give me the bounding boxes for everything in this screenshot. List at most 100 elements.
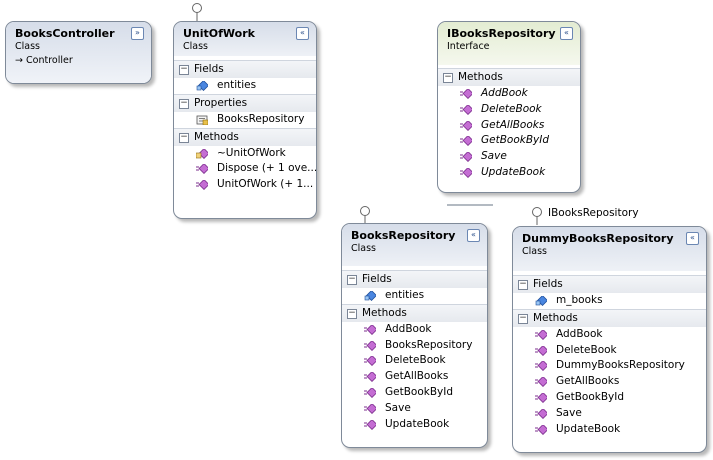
method-item[interactable]: DeleteBook xyxy=(438,102,580,118)
interface-ibooks-repository[interactable]: IBooksRepository Interface « − Methods A… xyxy=(437,21,581,193)
method-icon xyxy=(460,136,472,147)
inheritance-note: → Controller xyxy=(15,54,143,67)
section-fields[interactable]: − Fields xyxy=(174,60,316,78)
class-name: UnitOfWork xyxy=(183,27,255,40)
class-name: DummyBooksRepository xyxy=(522,232,674,245)
method-item[interactable]: GetAllBooks xyxy=(438,118,580,134)
method-item[interactable]: UpdateBook xyxy=(513,422,706,438)
property-item[interactable]: BooksRepository xyxy=(174,112,316,128)
method-item[interactable]: UpdateBook xyxy=(438,165,580,181)
method-icon xyxy=(535,345,547,356)
method-item[interactable]: AddBook xyxy=(438,86,580,102)
section-title: Fields xyxy=(533,278,563,290)
method-item[interactable]: ~UnitOfWork xyxy=(174,146,316,162)
method-icon xyxy=(196,180,208,191)
collapse-section-icon[interactable]: − xyxy=(518,312,528,324)
class-dummy-books-repository[interactable]: DummyBooksRepository Class « − Fields m_… xyxy=(512,226,707,453)
collapse-chevron-icon[interactable]: « xyxy=(296,27,309,40)
field-item[interactable]: entities xyxy=(174,78,316,94)
property-icon xyxy=(196,115,208,125)
method-icon xyxy=(535,408,547,419)
interface-name: IBooksRepository xyxy=(447,27,556,40)
section-title: Fields xyxy=(194,63,224,75)
field-icon xyxy=(196,81,208,91)
class-header: UnitOfWork Class « xyxy=(174,22,316,56)
method-item[interactable]: AddBook xyxy=(513,327,706,343)
section-methods[interactable]: − Methods xyxy=(174,127,316,146)
base-class-name: Controller xyxy=(26,55,73,66)
class-name: BooksRepository xyxy=(351,229,456,242)
private-method-icon xyxy=(196,148,208,159)
section-title: Methods xyxy=(194,130,239,143)
method-item[interactable]: BooksRepository xyxy=(342,338,487,354)
field-icon xyxy=(535,296,547,306)
interface-header: IBooksRepository Interface « xyxy=(438,22,580,65)
class-books-repository[interactable]: BooksRepository Class « − Fields entitie… xyxy=(341,223,488,448)
method-item[interactable]: UpdateBook xyxy=(342,417,487,433)
collapse-section-icon[interactable]: − xyxy=(179,64,189,75)
method-item[interactable]: Save xyxy=(513,406,706,422)
section-fields[interactable]: − Fields xyxy=(342,270,487,288)
method-icon xyxy=(196,164,208,175)
section-methods[interactable]: − Methods xyxy=(513,308,706,327)
class-header: DummyBooksRepository Class « xyxy=(513,227,706,271)
field-item[interactable]: m_books xyxy=(513,293,706,309)
class-header: BooksRepository Class « xyxy=(342,224,487,266)
method-item[interactable]: DeleteBook xyxy=(342,353,487,369)
class-stereotype: Class xyxy=(15,41,40,52)
method-item[interactable]: Dispose (+ 1 ove... xyxy=(174,161,316,177)
method-item[interactable]: AddBook xyxy=(342,322,487,338)
method-item[interactable]: GetAllBooks xyxy=(513,374,706,390)
method-icon xyxy=(460,167,472,178)
class-stereotype: Class xyxy=(522,246,547,257)
collapse-section-icon[interactable]: − xyxy=(179,97,189,109)
collapse-section-icon[interactable]: − xyxy=(518,279,528,290)
method-item[interactable]: DummyBooksRepository xyxy=(513,358,706,374)
method-item[interactable]: GetBookById xyxy=(513,390,706,406)
collapse-section-icon[interactable]: − xyxy=(347,307,357,319)
section-title: Properties xyxy=(194,96,248,109)
field-icon xyxy=(364,291,376,301)
method-icon xyxy=(535,392,547,403)
section-fields[interactable]: − Fields xyxy=(513,275,706,293)
collapse-section-icon[interactable]: − xyxy=(443,72,453,83)
expand-chevron-icon[interactable]: » xyxy=(131,27,144,40)
method-icon xyxy=(364,372,376,383)
collapse-chevron-icon[interactable]: « xyxy=(686,232,699,245)
method-item[interactable]: DeleteBook xyxy=(513,343,706,359)
method-item[interactable]: GetAllBooks xyxy=(342,369,487,385)
collapse-chevron-icon[interactable]: « xyxy=(560,27,573,40)
section-title: Methods xyxy=(458,71,503,83)
method-icon xyxy=(535,377,547,388)
method-icon xyxy=(364,356,376,367)
method-item[interactable]: GetBookById xyxy=(438,133,580,149)
section-title: Methods xyxy=(362,306,407,319)
method-icon xyxy=(364,340,376,351)
method-icon xyxy=(460,89,472,99)
class-stereotype: Class xyxy=(183,41,208,52)
section-title: Fields xyxy=(362,273,392,285)
method-item[interactable]: UnitOfWork (+ 1... xyxy=(174,177,316,193)
method-icon xyxy=(535,329,547,340)
collapse-section-icon[interactable]: − xyxy=(179,131,189,143)
method-icon xyxy=(364,419,376,430)
collapse-section-icon[interactable]: − xyxy=(347,274,357,285)
method-item[interactable]: Save xyxy=(342,401,487,417)
section-properties[interactable]: − Properties xyxy=(174,93,316,112)
method-item[interactable]: GetBookById xyxy=(342,385,487,401)
class-stereotype: Class xyxy=(351,243,376,254)
method-icon xyxy=(460,120,472,131)
interface-stereotype: Interface xyxy=(447,41,490,52)
class-header: BooksController Class → Controller » xyxy=(6,22,151,83)
field-item[interactable]: entities xyxy=(342,288,487,304)
method-icon xyxy=(364,403,376,414)
section-methods[interactable]: − Methods xyxy=(342,303,487,322)
collapse-chevron-icon[interactable]: « xyxy=(467,229,480,242)
method-item[interactable]: Save xyxy=(438,149,580,165)
class-unit-of-work[interactable]: UnitOfWork Class « − Fields entities − P… xyxy=(173,21,317,219)
section-methods[interactable]: − Methods xyxy=(438,68,580,86)
method-icon xyxy=(364,324,376,335)
class-books-controller[interactable]: BooksController Class → Controller » xyxy=(5,21,152,84)
interface-lollipop-dummy-books-repository xyxy=(532,207,542,225)
